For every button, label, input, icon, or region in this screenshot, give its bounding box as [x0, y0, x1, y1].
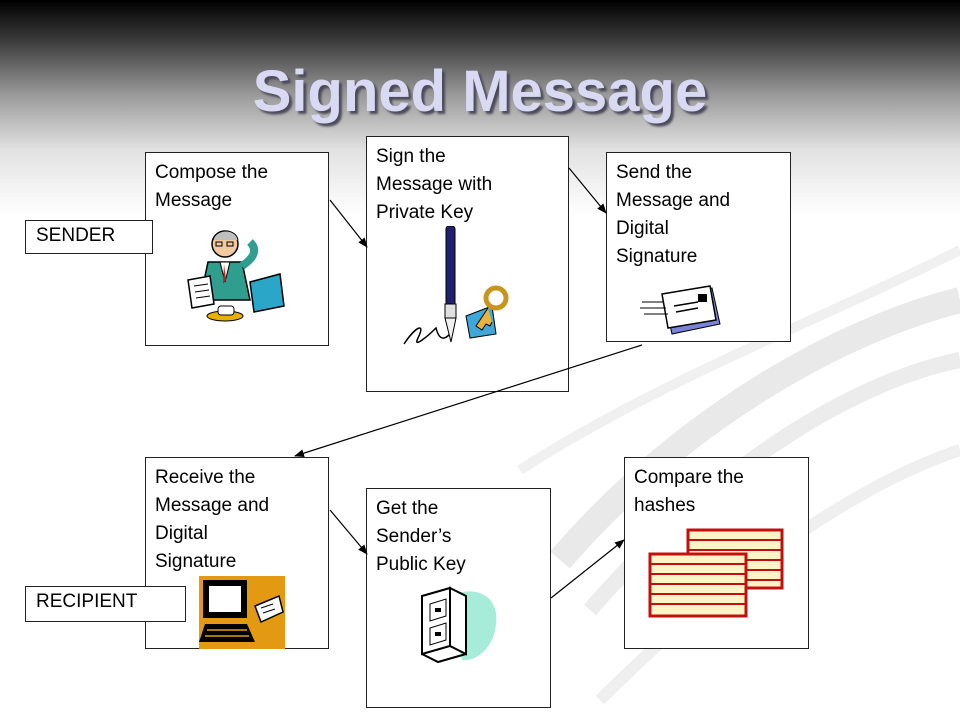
step-label: Get the Sender’s Public Key — [376, 498, 466, 575]
step-label: Compose the Message — [155, 162, 269, 211]
envelope-icon — [640, 285, 721, 335]
slide-title: Signed Message — [252, 59, 708, 124]
fountain-pen-and-key-icon — [403, 226, 509, 345]
sender-label: SENDER — [25, 220, 153, 254]
computer-with-mail-icon — [199, 576, 285, 649]
recipient-label: RECIPIENT — [25, 586, 186, 622]
filing-cabinet-icon — [421, 586, 497, 664]
stacked-documents-icon — [648, 528, 784, 618]
businessman-at-desk-icon — [187, 230, 285, 322]
step-label: Compare the hashes — [634, 467, 744, 516]
step-label: Send the Message and Digital Signature — [616, 162, 731, 267]
step-label: Sign the Message with Private Key — [376, 146, 493, 223]
step-label: Receive the Message and Digital Signatur… — [155, 467, 270, 572]
